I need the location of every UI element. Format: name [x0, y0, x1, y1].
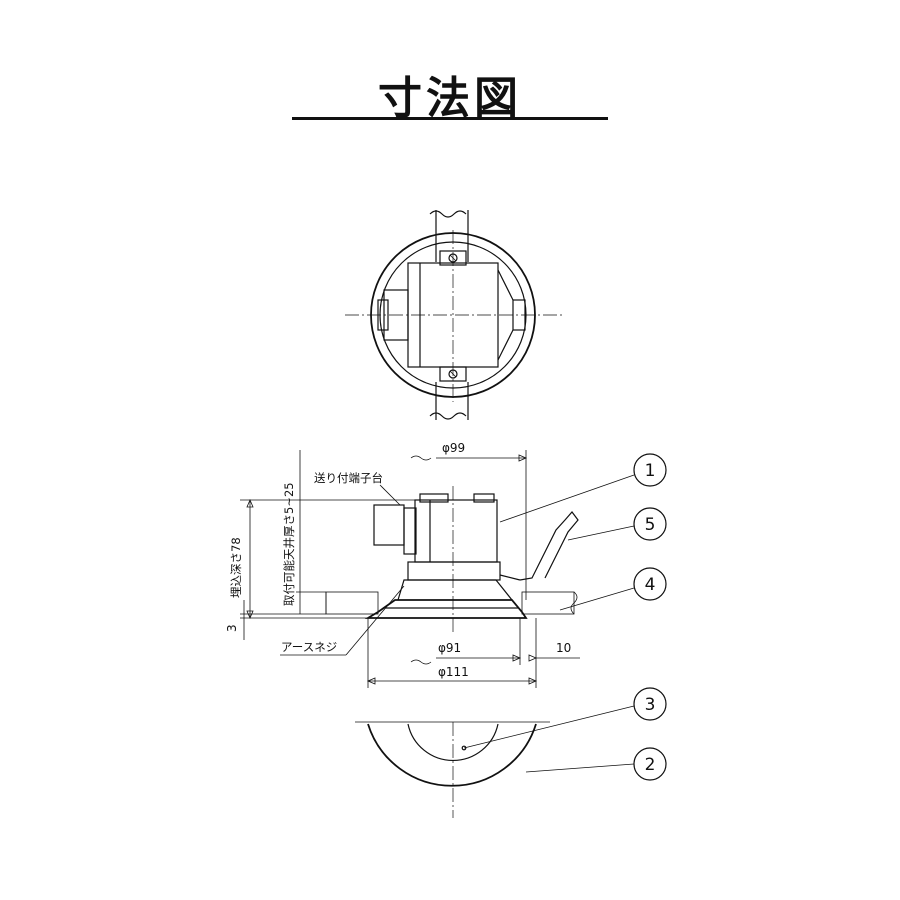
balloon-4: 4: [645, 575, 656, 595]
dim-three: 3: [225, 624, 239, 632]
balloons: 1 5 4 3 2: [461, 453, 667, 781]
balloon-5: 5: [645, 515, 656, 535]
balloon-1: 1: [645, 461, 656, 481]
dim-phi99: φ99: [442, 441, 465, 455]
side-view: [325, 455, 579, 665]
balloon-3: 3: [645, 695, 656, 715]
bottom-view: [355, 721, 550, 818]
title-underline: [292, 117, 608, 120]
dimension-lines: [240, 450, 580, 688]
top-view: [345, 210, 562, 420]
dim-embed-depth: 埋込深さ78: [229, 537, 243, 598]
dim-phi91: φ91: [438, 641, 461, 655]
drawing-title: 寸法図: [378, 73, 522, 124]
label-earth-screw: アースネジ: [281, 640, 337, 654]
balloon-2: 2: [645, 755, 656, 775]
dim-ceiling-thickness: 取付可能天井厚さ5~25: [282, 482, 296, 606]
label-terminal-block: 送り付端子台: [314, 471, 383, 485]
dim-ten: 10: [556, 641, 571, 655]
dim-phi111: φ111: [438, 665, 469, 679]
